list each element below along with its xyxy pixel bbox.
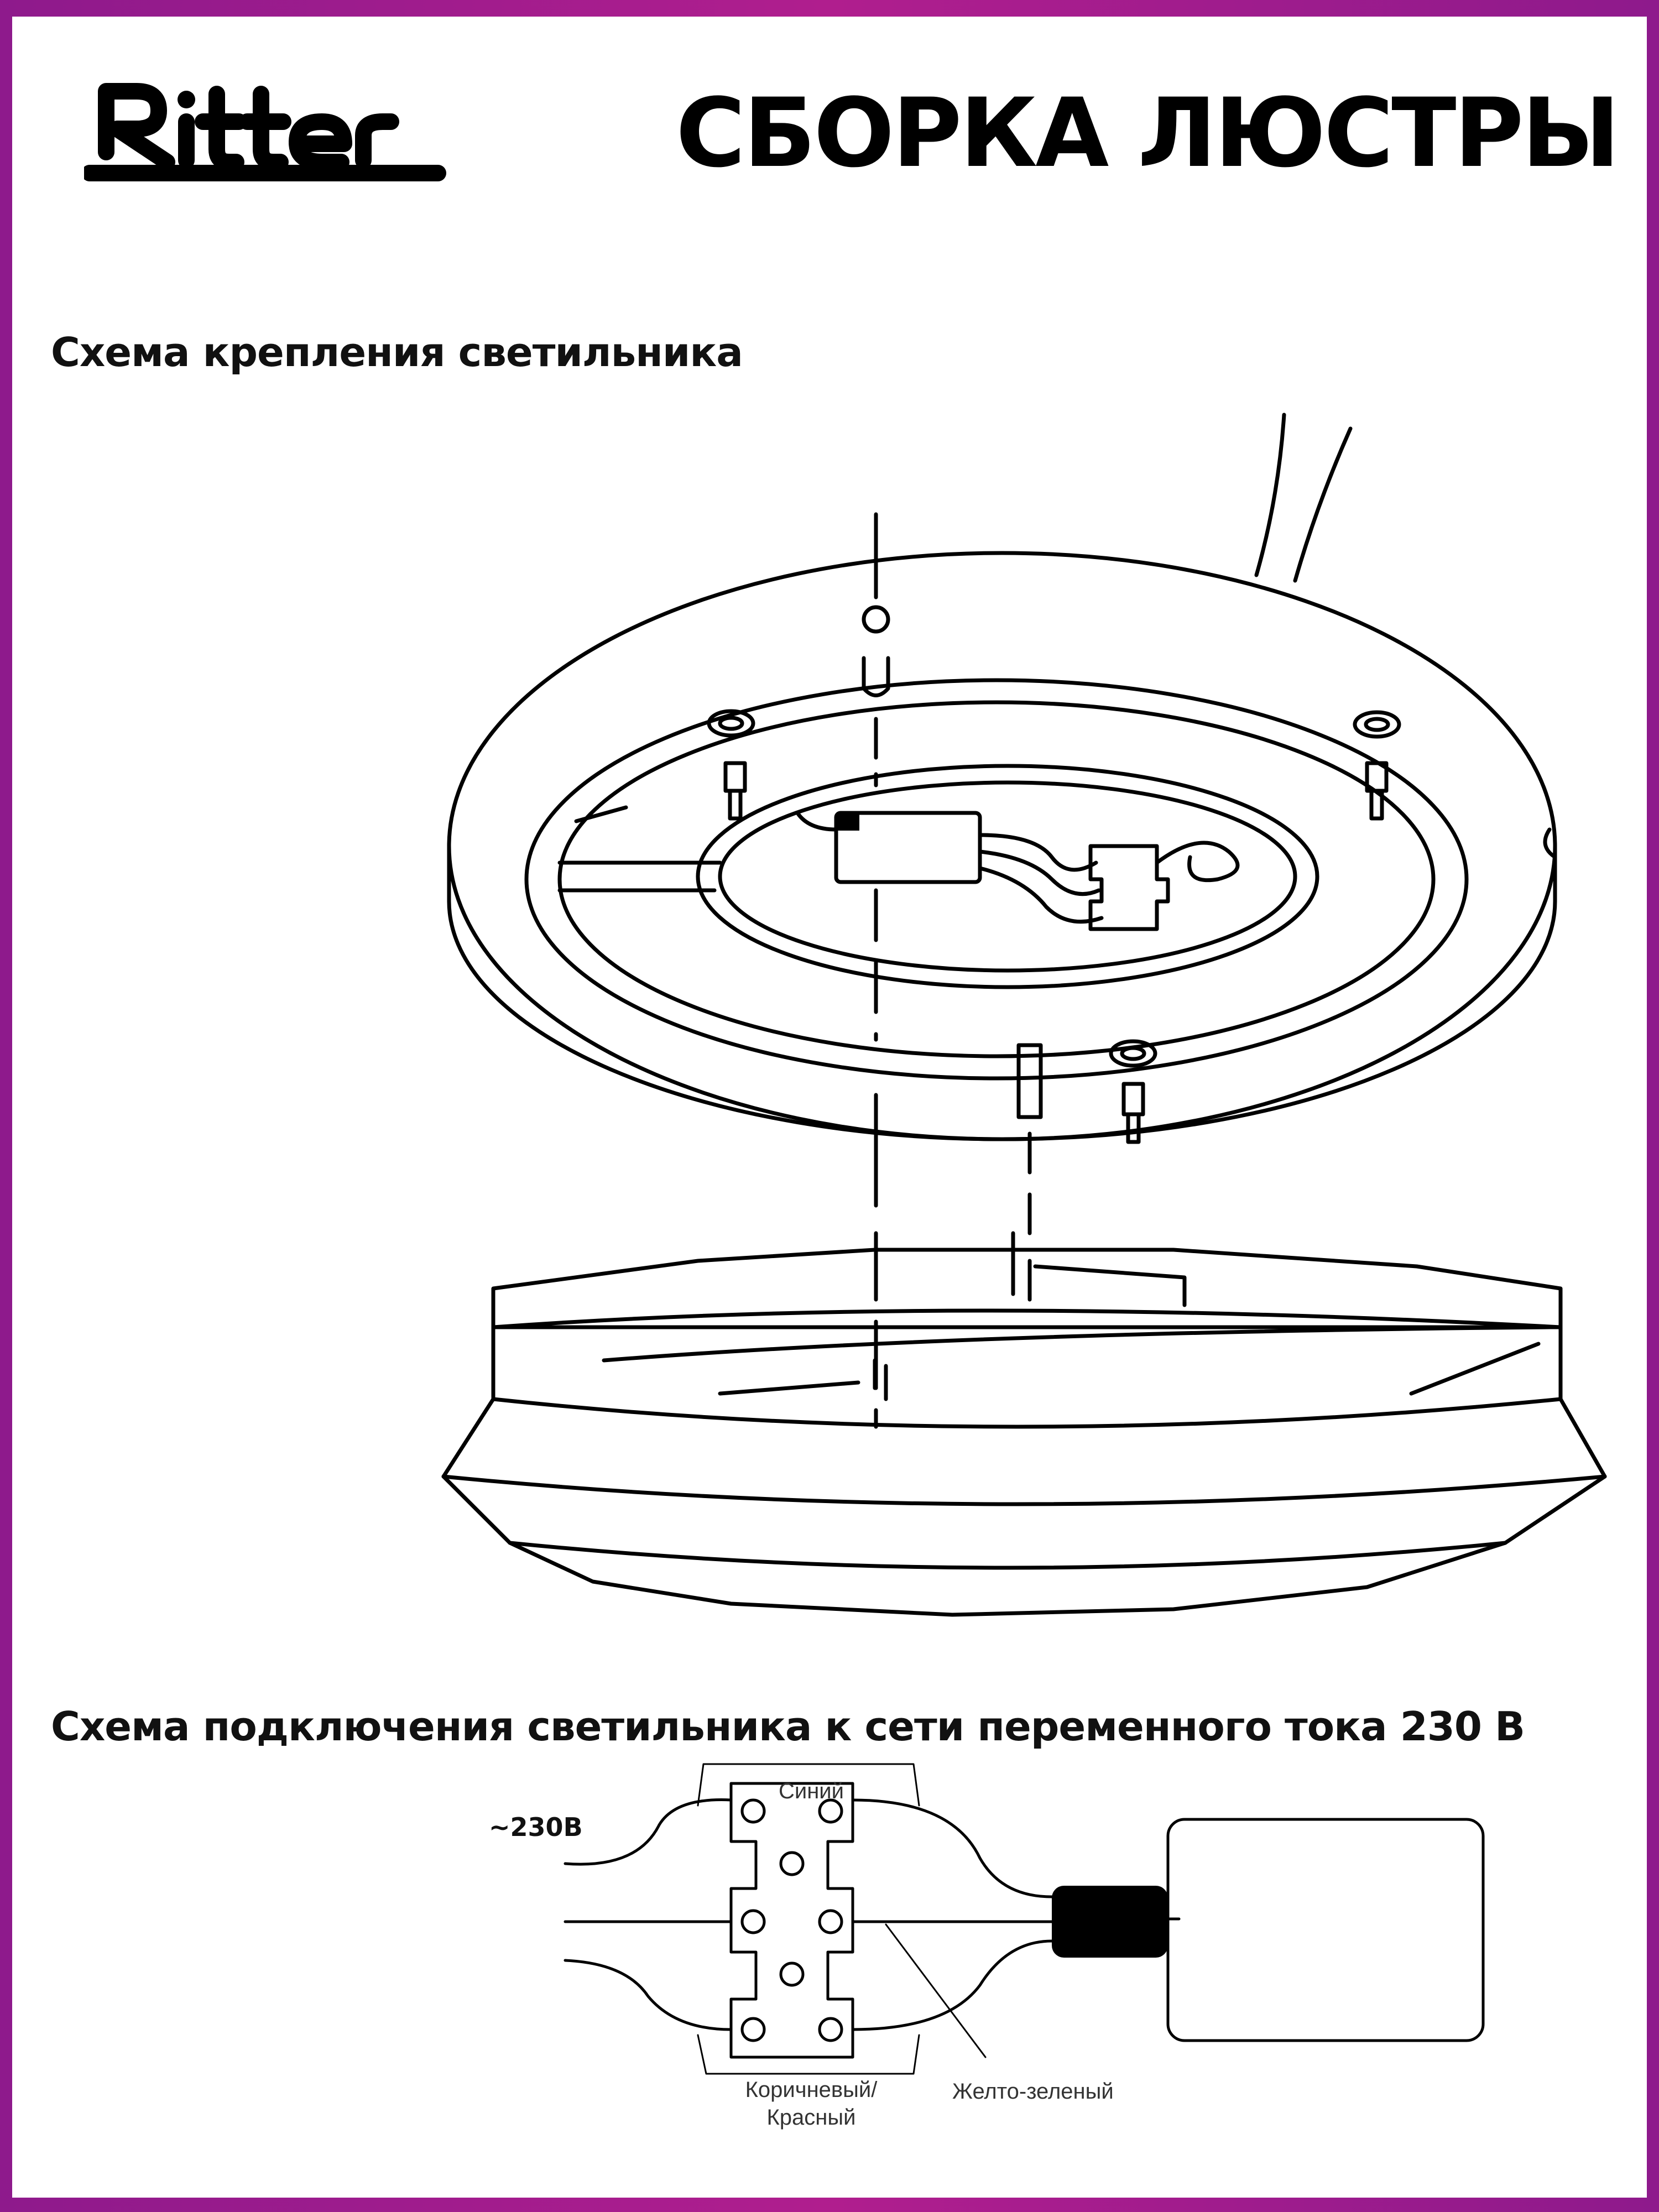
page-title: СБОРКА ЛЮСТРЫ bbox=[676, 77, 1620, 189]
screw-left bbox=[723, 761, 747, 821]
base-inner-recess bbox=[524, 678, 1469, 1081]
center-ring bbox=[696, 764, 1319, 989]
mounting-section-title: Схема крепления светильника bbox=[51, 329, 743, 375]
connector-plug bbox=[1052, 1886, 1168, 1958]
ritter-logo-mark bbox=[84, 83, 446, 181]
label-brown-2: Красный bbox=[767, 2105, 856, 2130]
standoff-post bbox=[1016, 1043, 1043, 1119]
wiring-section-title: Схема подключения светильника к сети пер… bbox=[51, 1703, 1525, 1750]
instruction-sheet: СБОРКА ЛЮСТРЫ Схема крепления светильник… bbox=[12, 17, 1647, 2198]
wire-out-blue bbox=[851, 1798, 1053, 1898]
screw-bottom bbox=[1121, 1082, 1145, 1144]
brand-logo bbox=[84, 69, 482, 185]
terminal-block bbox=[1088, 844, 1170, 931]
wiring-diagram: Синий Коричневый/ Красный Желто-зеленый … bbox=[489, 1763, 1485, 2130]
label-brown-1: Коричневый/ bbox=[745, 2078, 878, 2102]
driver-corner bbox=[837, 814, 859, 831]
wire-in-brown bbox=[564, 1959, 733, 2031]
diffuser-shade bbox=[441, 1231, 1607, 1617]
wire-out-brown bbox=[851, 1939, 1053, 2031]
mounting-hole-right bbox=[1353, 710, 1401, 739]
mounting-hole-bottom bbox=[1109, 1039, 1157, 1068]
label-ground: Желто-зеленый bbox=[952, 2079, 1114, 2104]
wire-in-blue bbox=[564, 1798, 733, 1866]
screw-right bbox=[1365, 761, 1389, 821]
label-blue: Синий bbox=[779, 1779, 844, 1803]
led-driver-box bbox=[1166, 1818, 1485, 2042]
voltage-label: ~230В bbox=[489, 1812, 583, 1842]
led-driver bbox=[834, 811, 982, 884]
wiring-terminal-block bbox=[729, 1782, 854, 2059]
mounting-hole-left bbox=[707, 709, 755, 738]
mounting-diagram bbox=[441, 413, 1607, 1617]
power-cable bbox=[1254, 413, 1286, 577]
keyhole-slot bbox=[862, 656, 890, 697]
